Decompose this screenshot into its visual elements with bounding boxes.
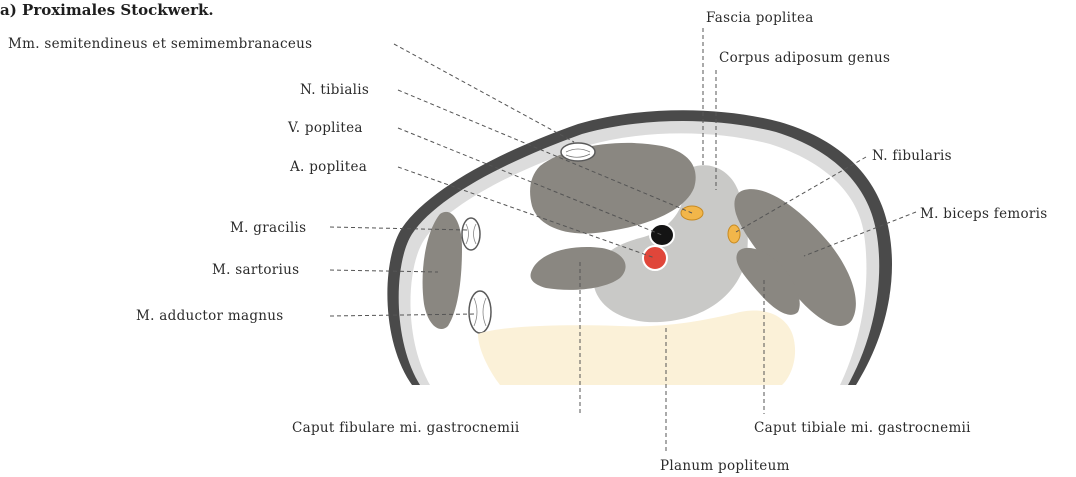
- gracilis-tendon: [462, 218, 480, 250]
- figure-title: a) Proximales Stockwerk.: [0, 1, 214, 19]
- label-planum-popliteum: Planum popliteum: [660, 458, 790, 474]
- a-poplitea: [643, 246, 667, 270]
- label-m-biceps-femoris: M. biceps femoris: [920, 206, 1048, 222]
- label-mm-semitendineus-semimembranaceus: Mm. semitendineus et semimembranaceus: [8, 36, 312, 52]
- label-n-tibialis: N. tibialis: [300, 82, 369, 98]
- v-poplitea: [650, 224, 674, 246]
- label-n-fibularis: N. fibularis: [872, 148, 952, 164]
- label-a-poplitea: A. poplitea: [289, 159, 367, 175]
- label-caput-tibiale-gastrocnemii: Caput tibiale mi. gastrocnemii: [754, 420, 971, 436]
- label-m-sartorius: M. sartorius: [212, 262, 299, 278]
- label-corpus-adiposum-genus: Corpus adiposum genus: [719, 50, 890, 66]
- label-m-adductor-magnus: M. adductor magnus: [136, 308, 284, 324]
- cross-section: [387, 110, 892, 385]
- label-m-gracilis: M. gracilis: [230, 220, 306, 236]
- n-fibularis: [728, 225, 740, 243]
- label-v-poplitea: V. poplitea: [287, 120, 363, 136]
- adductor-magnus-tendon: [469, 291, 491, 333]
- label-caput-fibulare-gastrocnemii: Caput fibulare mi. gastrocnemii: [292, 420, 520, 436]
- label-fascia-poplitea: Fascia poplitea: [706, 10, 814, 26]
